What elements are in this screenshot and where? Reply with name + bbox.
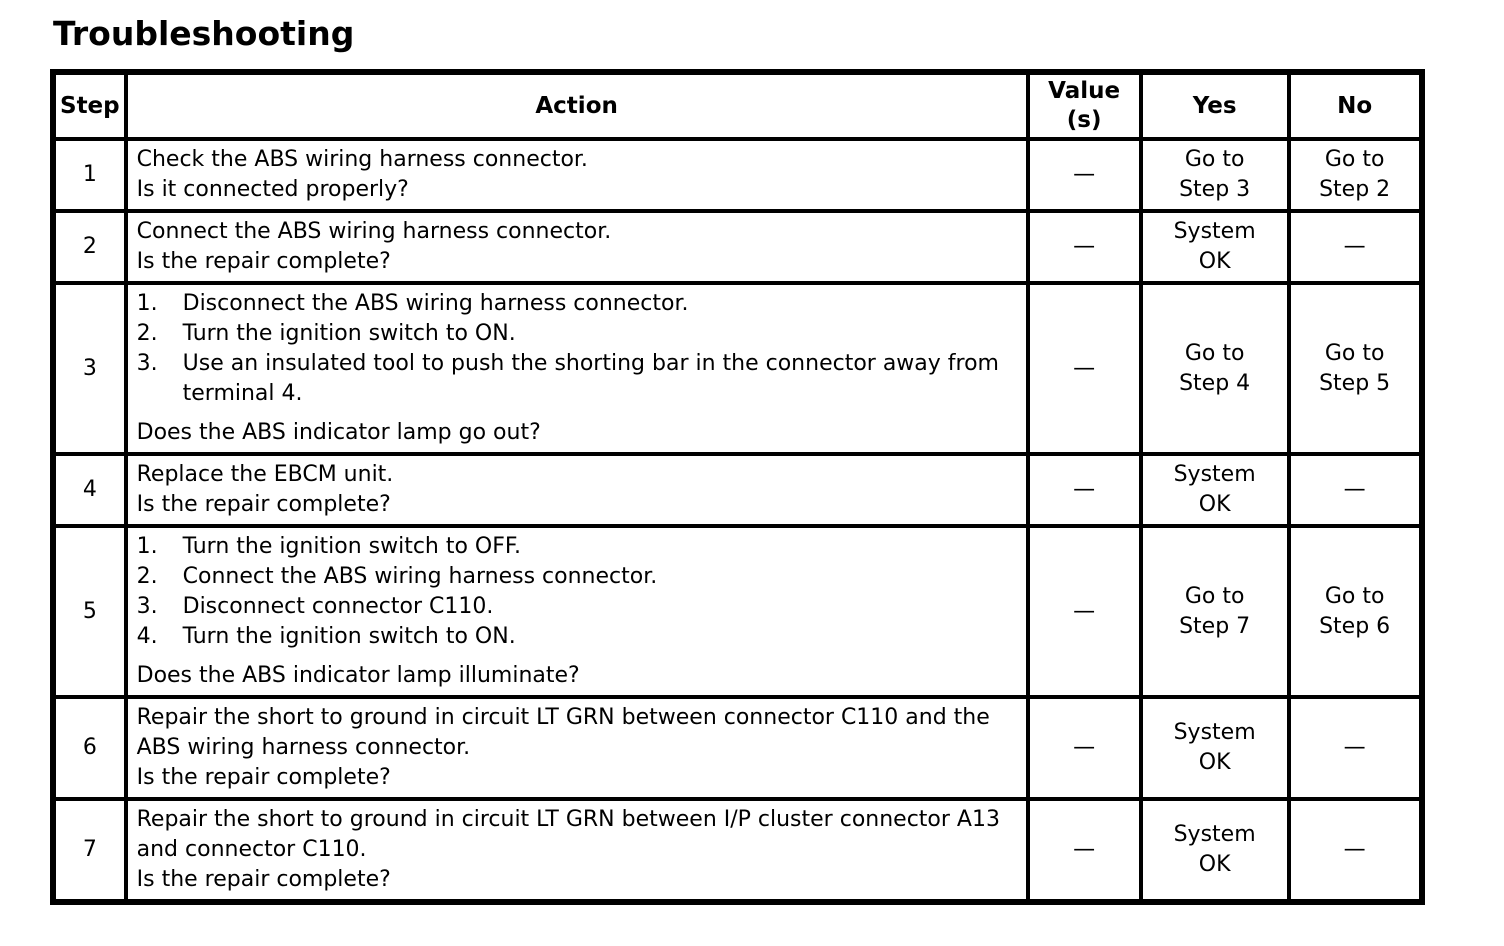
header-action: Action: [123, 70, 1030, 142]
yes-cell: System OK: [1138, 209, 1291, 286]
header-no: No: [1286, 70, 1424, 142]
table-row: 7 Repair the short to ground in circuit …: [51, 797, 1424, 905]
action-cell: Connect the ABS wiring harness connector…: [123, 209, 1030, 286]
value-cell: —: [1025, 137, 1143, 214]
no-cell: —: [1286, 695, 1424, 802]
action-cell: 1. Turn the ignition switch to OFF. 2. C…: [123, 524, 1030, 700]
step-cell: 3: [51, 281, 128, 457]
step-cell: 1: [51, 137, 128, 214]
no-cell: —: [1286, 797, 1424, 905]
action-list-item: 2. Connect the ABS wiring harness connec…: [136, 564, 658, 590]
step-cell: 6: [51, 695, 128, 802]
action-line: Replace the EBCM unit.: [136, 462, 394, 488]
action-cell: Repair the short to ground in circuit LT…: [123, 695, 1030, 802]
action-question: Does the ABS indicator lamp illuminate?: [136, 663, 580, 689]
action-list-item: 2. Turn the ignition switch to ON.: [136, 321, 516, 347]
troubleshooting-table: Step Action Value (s) Yes No 1 Check the…: [50, 69, 1425, 906]
yes-cell: Go to Step 3: [1138, 137, 1291, 214]
step-cell: 7: [51, 797, 128, 905]
value-cell: —: [1025, 209, 1143, 286]
step-cell: 5: [51, 524, 128, 700]
action-list-item: 3. Disconnect connector C110.: [136, 594, 494, 620]
action-list-item: 1. Turn the ignition switch to OFF.: [136, 534, 522, 560]
table-header-row: Step Action Value (s) Yes No: [51, 70, 1424, 142]
action-cell: Repair the short to ground in circuit LT…: [123, 797, 1030, 905]
yes-cell: System OK: [1138, 797, 1291, 905]
no-cell: —: [1286, 209, 1424, 286]
no-cell: —: [1286, 452, 1424, 529]
action-list-item: 1. Disconnect the ABS wiring harness con…: [136, 291, 689, 317]
action-cell: Replace the EBCM unit. Is the repair com…: [123, 452, 1030, 529]
table-row: 6 Repair the short to ground in circuit …: [51, 695, 1424, 802]
action-list-item: 3. Use an insulated tool to push the sho…: [136, 351, 999, 407]
action-line: Check the ABS wiring harness connector.: [136, 147, 588, 173]
action-line: Repair the short to ground in circuit LT…: [136, 705, 990, 761]
value-cell: —: [1025, 524, 1143, 700]
header-value-line1: Value: [1048, 78, 1121, 105]
action-question: Does the ABS indicator lamp go out?: [136, 420, 541, 446]
action-question: Is the repair complete?: [136, 249, 391, 275]
value-cell: —: [1025, 797, 1143, 905]
no-cell: Go to Step 5: [1286, 281, 1424, 457]
step-cell: 2: [51, 209, 128, 286]
action-question: Is the repair complete?: [136, 492, 391, 518]
header-value: Value (s): [1025, 70, 1143, 142]
yes-cell: System OK: [1138, 695, 1291, 802]
action-line: Repair the short to ground in circuit LT…: [136, 807, 1000, 863]
action-cell: 1. Disconnect the ABS wiring harness con…: [123, 281, 1030, 457]
header-yes: Yes: [1138, 70, 1291, 142]
action-cell: Check the ABS wiring harness connector. …: [123, 137, 1030, 214]
action-question: Is the repair complete?: [136, 867, 391, 893]
header-step: Step: [51, 70, 128, 142]
table-row: 1 Check the ABS wiring harness connector…: [51, 137, 1424, 214]
value-cell: —: [1025, 452, 1143, 529]
no-cell: Go to Step 6: [1286, 524, 1424, 700]
table-row: 2 Connect the ABS wiring harness connect…: [51, 209, 1424, 286]
value-cell: —: [1025, 281, 1143, 457]
action-line: Connect the ABS wiring harness connector…: [136, 219, 612, 245]
action-question: Is the repair complete?: [136, 765, 391, 791]
yes-cell: Go to Step 7: [1138, 524, 1291, 700]
action-question: Is it connected properly?: [136, 177, 409, 203]
no-cell: Go to Step 2: [1286, 137, 1424, 214]
step-cell: 4: [51, 452, 128, 529]
yes-cell: System OK: [1138, 452, 1291, 529]
value-cell: —: [1025, 695, 1143, 802]
table-row: 4 Replace the EBCM unit. Is the repair c…: [51, 452, 1424, 529]
table-row: 5 1. Turn the ignition switch to OFF. 2.…: [51, 524, 1424, 700]
header-value-line2: (s): [1066, 107, 1102, 134]
yes-cell: Go to Step 4: [1138, 281, 1291, 457]
page: Troubleshooting Step Action Value (s) Ye…: [50, 14, 1425, 906]
table-row: 3 1. Disconnect the ABS wiring harness c…: [51, 281, 1424, 457]
action-list-item: 4. Turn the ignition switch to ON.: [136, 624, 516, 650]
page-title: Troubleshooting: [53, 14, 355, 53]
